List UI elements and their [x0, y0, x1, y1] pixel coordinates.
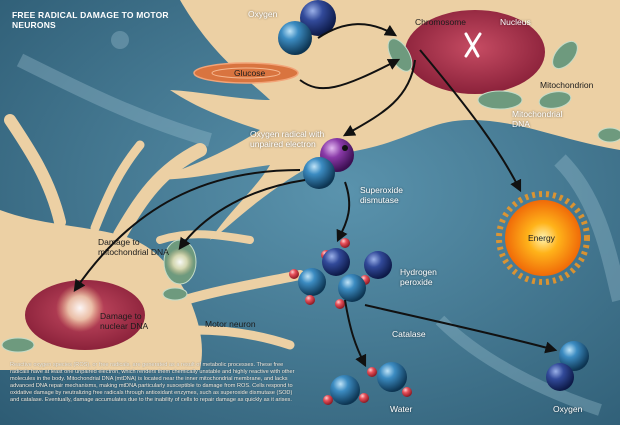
label-oxygen-top: Oxygen — [248, 9, 278, 19]
label-nucleus: Nucleus — [500, 17, 531, 27]
background-neurons — [16, 5, 620, 416]
label-superoxide-dismutase: Superoxide dismutase — [360, 185, 404, 205]
water-molecules — [323, 362, 412, 405]
label-glucose: Glucose — [234, 68, 266, 78]
oxygen-molecule-top — [278, 0, 336, 55]
mitochondria-upper — [387, 38, 620, 143]
label-damage-nuclear-dna: Damage to nuclear DNA — [100, 311, 149, 331]
label-hydrogen-peroxide: Hydrogen peroxide — [400, 267, 437, 287]
chromosome-icon — [464, 32, 482, 58]
label-chromosome: Chromosome — [415, 17, 467, 27]
label-water: Water — [390, 404, 413, 414]
page-title: FREE RADICAL DAMAGE TO MOTOR NEURONS — [12, 10, 169, 30]
label-catalase: Catalase — [392, 329, 426, 339]
oxygen-molecule-bottom — [546, 341, 589, 391]
label-mitochondrial-dna: Mitochondrial DNA — [512, 109, 563, 129]
glucose — [193, 62, 299, 84]
label-oxygen-radical: Oxygen radical with unpaired electron — [250, 129, 325, 149]
oxygen-radical-molecule — [303, 138, 354, 189]
caption-text: Reactive oxygen species (ROS), or free r… — [10, 362, 295, 403]
energy-burst — [496, 191, 590, 285]
label-energy: Energy — [528, 233, 555, 243]
label-damage-mito-dna: Damage to mitochondrial DNA — [98, 237, 169, 257]
label-oxygen-bottom: Oxygen — [553, 404, 583, 414]
label-mitochondrion: Mitochondrion — [540, 80, 594, 90]
label-motor-neuron: Motor neuron — [205, 319, 256, 329]
reaction-arrows — [73, 23, 558, 368]
